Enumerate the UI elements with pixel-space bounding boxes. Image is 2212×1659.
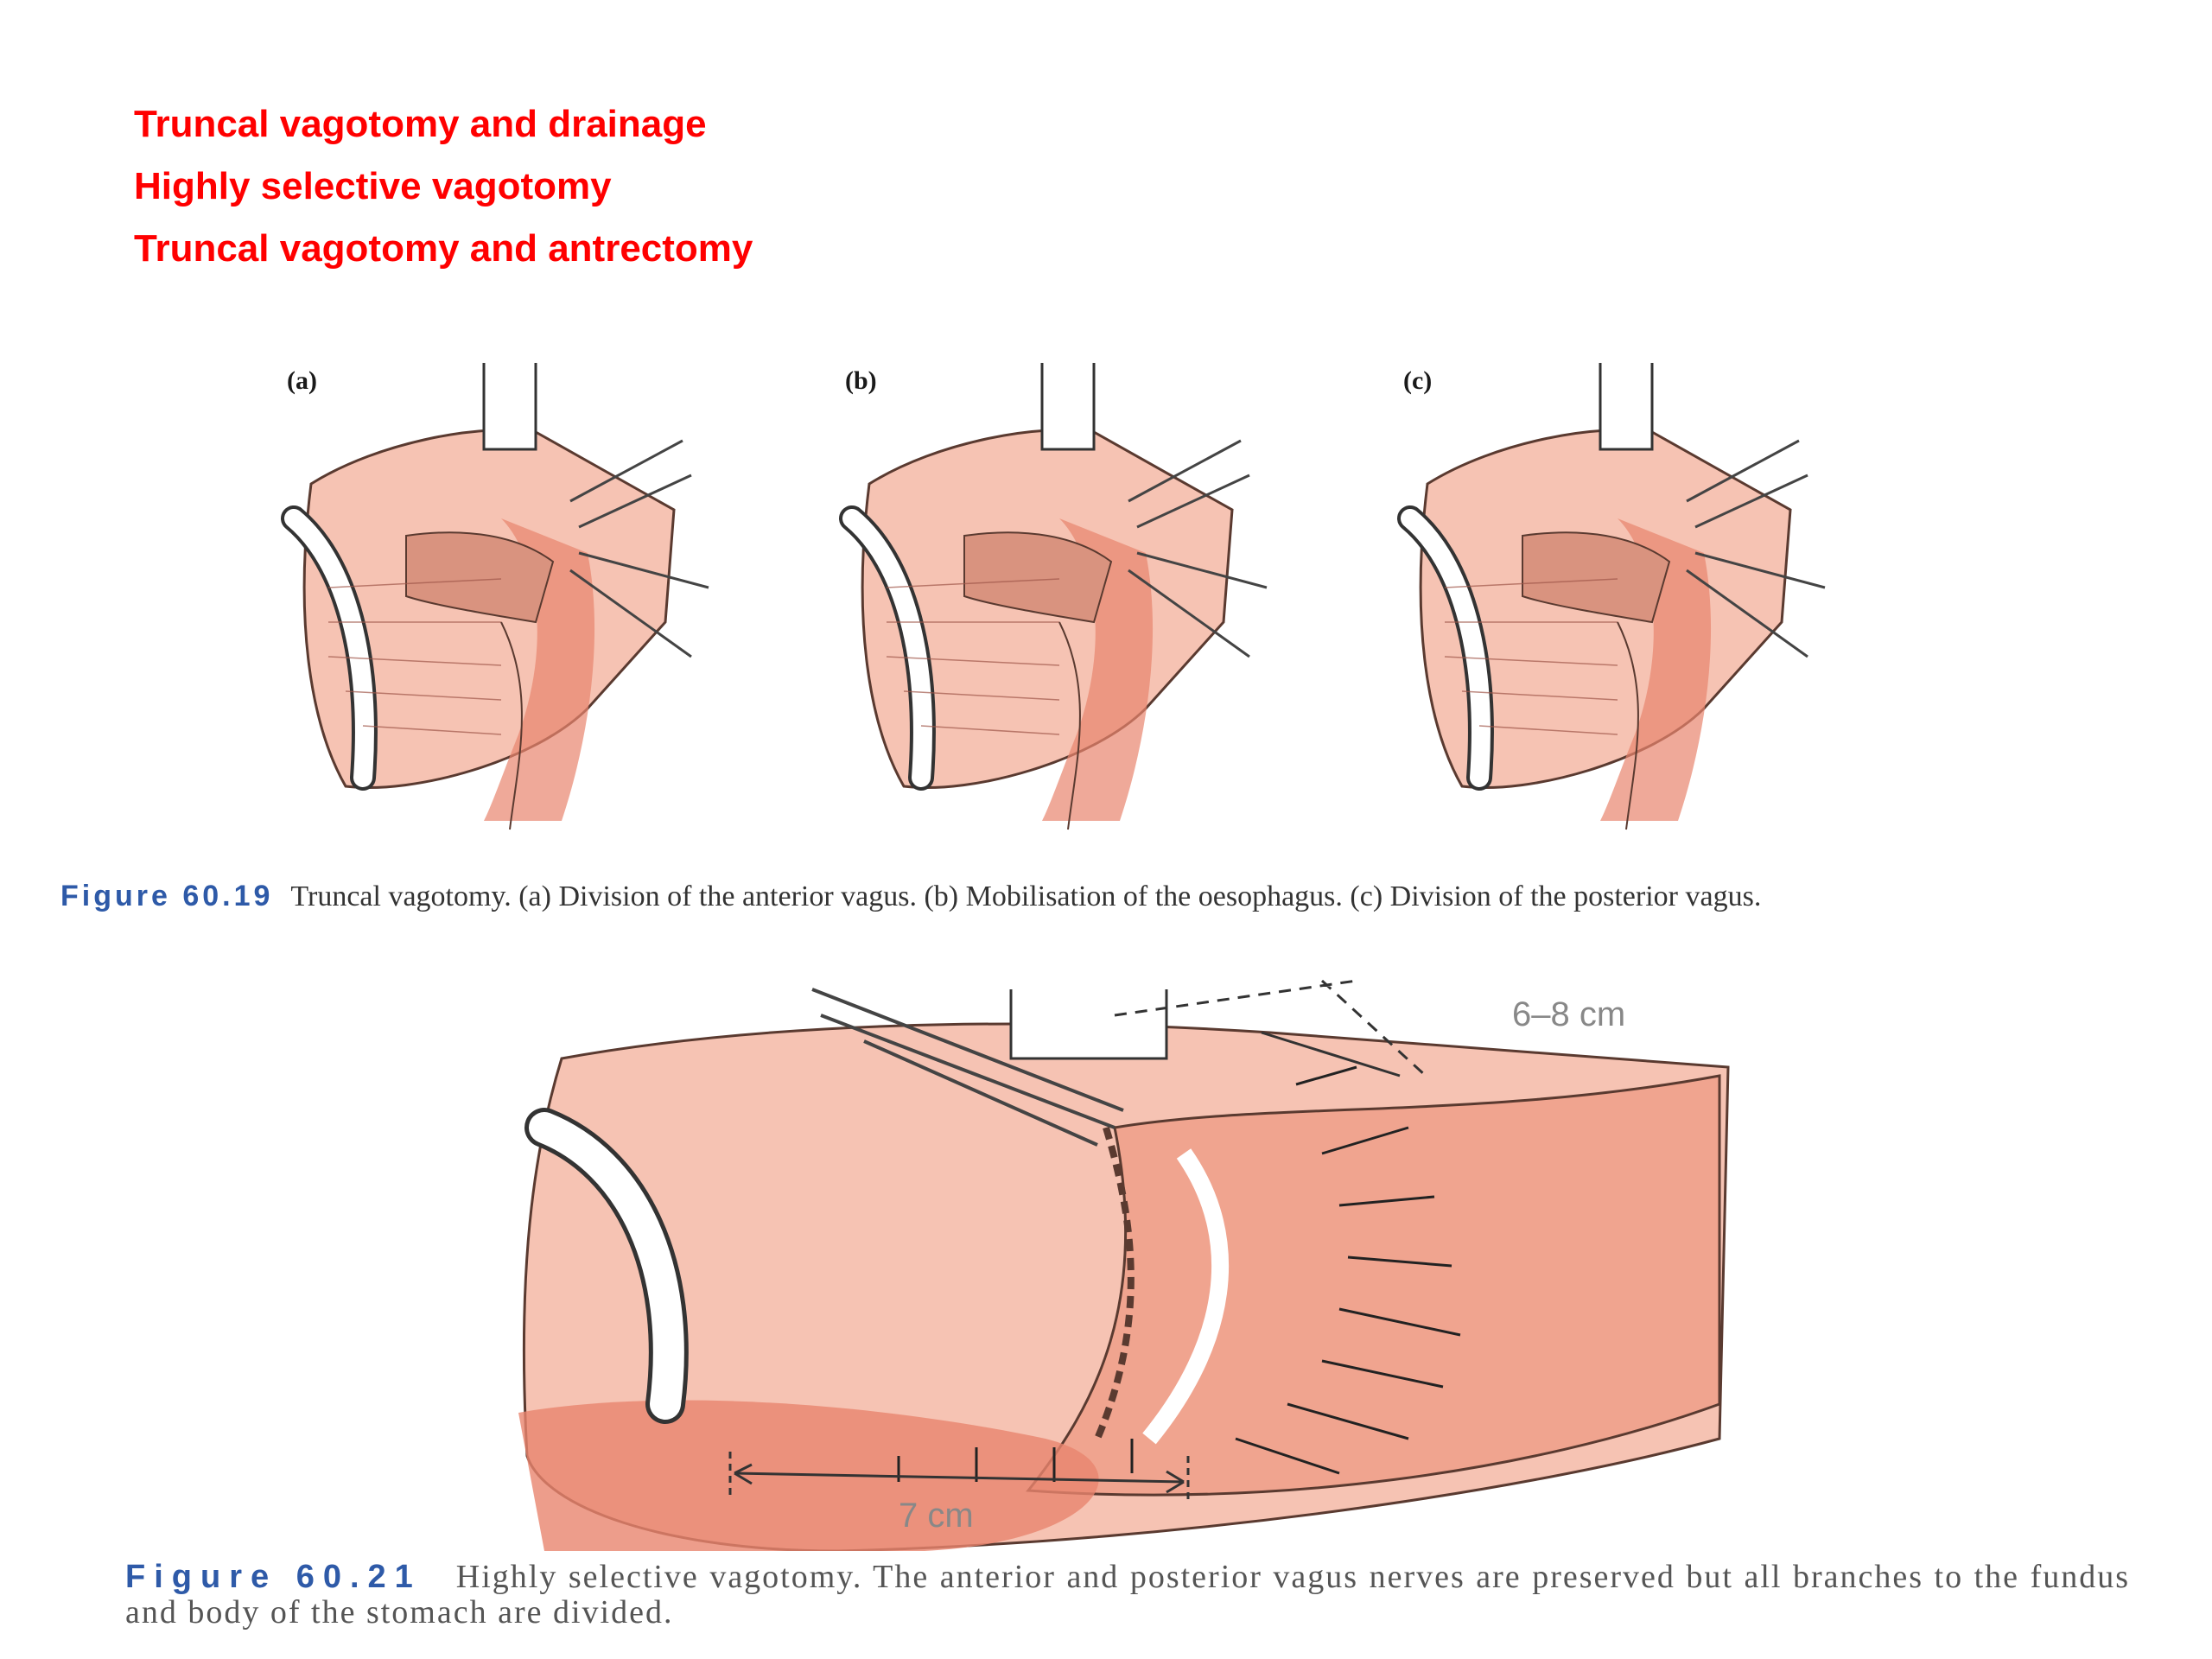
panel-b-drawing <box>852 363 1267 830</box>
heading-highly-selective: Highly selective vagotomy <box>134 165 612 207</box>
figure-60-19-text: Truncal vagotomy. (a) Division of the an… <box>290 880 1762 912</box>
figure-60-21-illustration: 6–8 cm 7 cm <box>518 979 1730 1551</box>
figure-60-19-illustration <box>276 363 1953 847</box>
heading-list: Truncal vagotomy and drainage Highly sel… <box>134 93 753 280</box>
heading-truncal-antrectomy: Truncal vagotomy and antrectomy <box>134 227 753 270</box>
figure-60-19-caption: Figure 60.19 Truncal vagotomy. (a) Divisi… <box>60 880 1761 913</box>
panel-label-c: (c) <box>1403 366 1433 395</box>
measure-7cm-label: 7 cm <box>899 1497 974 1535</box>
panel-label-b: (b) <box>845 366 877 395</box>
figure-60-21-text: Highly selective vagotomy. The anterior … <box>125 1559 2131 1630</box>
measure-6-8cm-label: 6–8 cm <box>1512 995 1625 1033</box>
figure-60-21-number: Figure 60.21 <box>125 1559 422 1595</box>
figure-60-19-number: Figure 60.19 <box>60 880 274 912</box>
heading-truncal-drainage: Truncal vagotomy and drainage <box>134 103 707 145</box>
panel-c-drawing <box>1410 363 1825 830</box>
panel-a-drawing <box>294 363 709 830</box>
panel-label-a: (a) <box>287 366 317 395</box>
